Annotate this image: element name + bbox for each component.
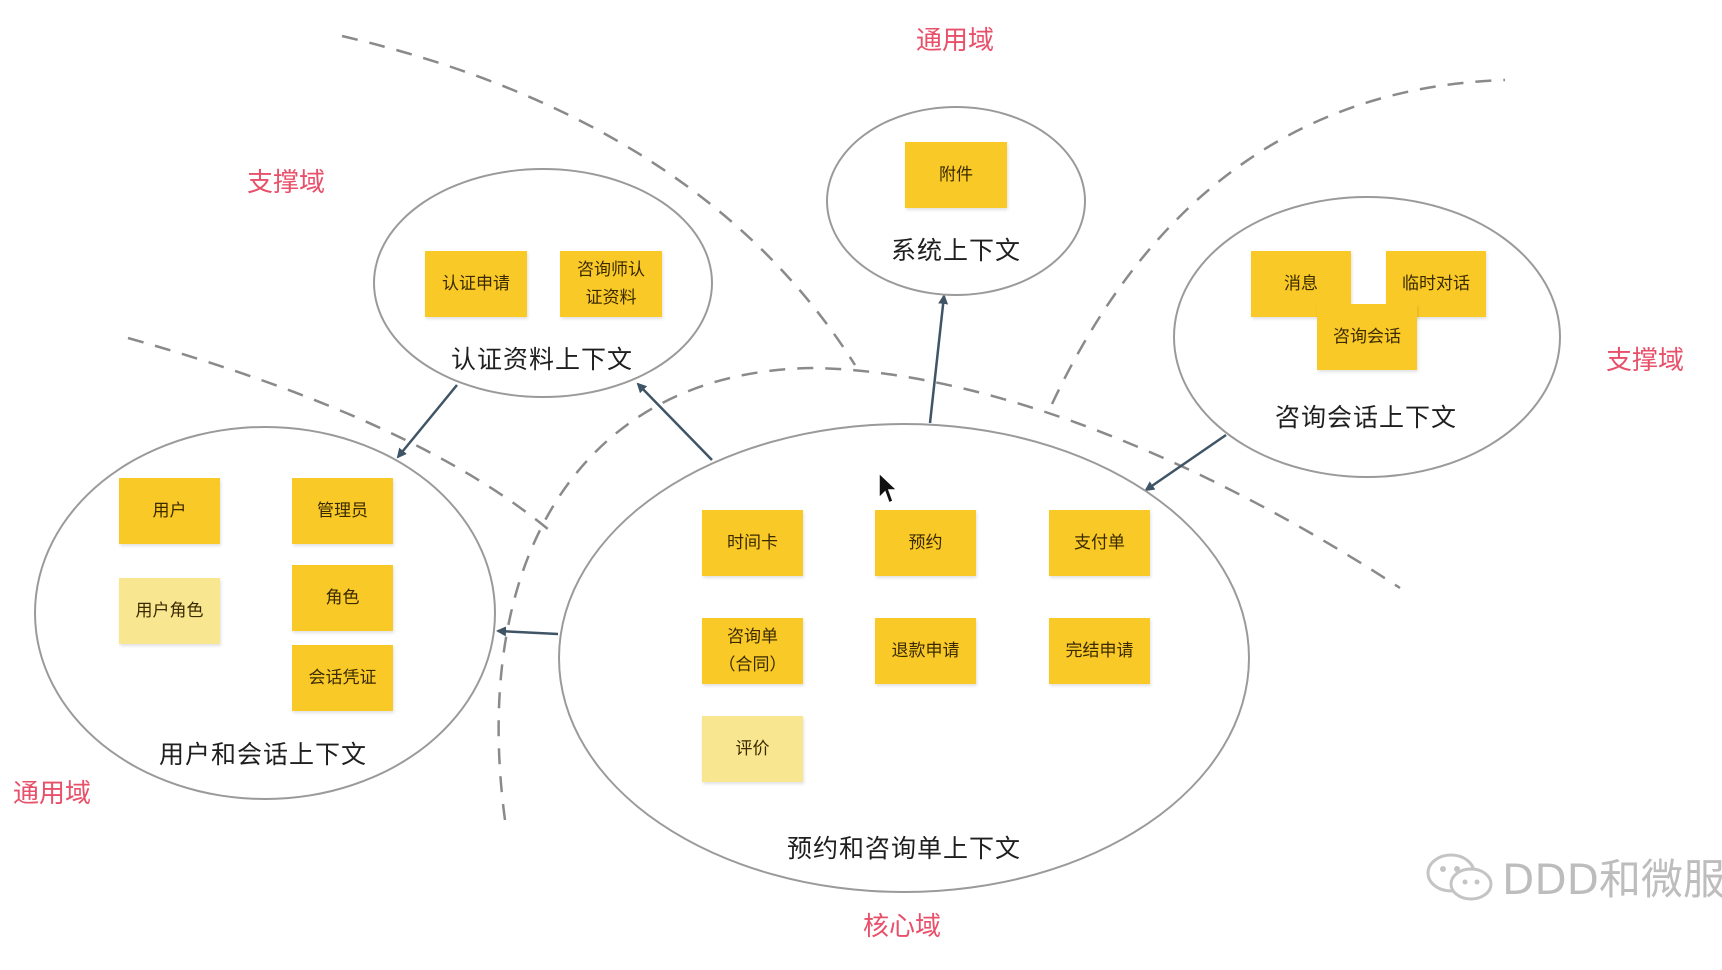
system-context-ellipse bbox=[826, 106, 1086, 296]
domain-label-core: 核心域 bbox=[862, 912, 942, 942]
note-consult-session-label: 咨询会话 bbox=[1333, 327, 1401, 347]
note-consult-order-line1: 咨询单 bbox=[727, 627, 778, 647]
consult-session-context-title: 咨询会话上下文 bbox=[1274, 403, 1458, 432]
watermark-text: DDD和微服 bbox=[1502, 855, 1722, 904]
note-payment: 支付单 bbox=[1049, 510, 1150, 576]
note-refund-label: 退款申请 bbox=[891, 641, 960, 661]
note-attachment: 附件 bbox=[905, 142, 1007, 208]
auth-context-title: 认证资料上下文 bbox=[450, 345, 634, 374]
note-review: 评价 bbox=[702, 716, 803, 782]
domain-label-support-left: 支撑域 bbox=[246, 168, 326, 198]
note-time-card-label: 时间卡 bbox=[727, 533, 778, 553]
domain-label-support-right: 支撑域 bbox=[1605, 346, 1685, 376]
note-auth-apply: 认证申请 bbox=[425, 251, 527, 317]
booking-context-ellipse bbox=[558, 423, 1250, 893]
domain-label-generic-top: 通用域 bbox=[915, 26, 995, 56]
wechat-icon bbox=[1426, 853, 1493, 900]
note-booking: 预约 bbox=[875, 510, 976, 576]
note-auth-apply-label: 认证申请 bbox=[442, 274, 510, 294]
arrow-booking-to-user bbox=[496, 626, 559, 637]
note-message-label: 消息 bbox=[1284, 274, 1318, 294]
note-admin: 管理员 bbox=[292, 478, 393, 544]
note-user-role: 用户角色 bbox=[119, 578, 220, 644]
note-credential-label: 会话凭证 bbox=[308, 668, 377, 688]
consult-session-context-ellipse bbox=[1173, 196, 1561, 478]
note-auth-profile-line2: 证资料 bbox=[585, 288, 637, 308]
note-consult-session: 咨询会话 bbox=[1317, 304, 1417, 370]
note-consult-order: 咨询单 （合同） bbox=[702, 618, 803, 684]
boundary-left-line bbox=[127, 336, 556, 536]
user-session-context-ellipse bbox=[34, 426, 496, 800]
note-auth-profile: 咨询师认 证资料 bbox=[560, 251, 662, 317]
note-finish-label: 完结申请 bbox=[1065, 641, 1134, 661]
arrow-auth-to-user bbox=[396, 384, 458, 459]
watermark: DDD和微服 bbox=[1424, 846, 1722, 907]
note-user-role-label: 用户角色 bbox=[135, 601, 204, 621]
note-credential: 会话凭证 bbox=[292, 645, 393, 711]
note-consult-order-line2: （合同） bbox=[718, 655, 787, 675]
note-finish: 完结申请 bbox=[1049, 618, 1150, 684]
note-review-label: 评价 bbox=[735, 739, 770, 759]
boundary-top-right-line bbox=[1050, 78, 1506, 405]
note-time-card: 时间卡 bbox=[702, 510, 803, 576]
note-admin-label: 管理员 bbox=[317, 501, 368, 521]
mouse-cursor-icon bbox=[878, 472, 899, 505]
note-user-label: 用户 bbox=[152, 501, 187, 521]
note-booking-label: 预约 bbox=[908, 533, 943, 553]
booking-context-title: 预约和咨询单上下文 bbox=[786, 834, 1022, 863]
note-auth-profile-line1: 咨询师认 bbox=[577, 260, 645, 280]
note-refund: 退款申请 bbox=[875, 618, 976, 684]
boundary-core-arc bbox=[497, 366, 1401, 821]
user-session-context-title: 用户和会话上下文 bbox=[158, 740, 368, 769]
note-payment-label: 支付单 bbox=[1074, 533, 1125, 553]
boundary-top-left-line bbox=[341, 34, 857, 366]
system-context-title: 系统上下文 bbox=[890, 236, 1022, 265]
auth-context-ellipse bbox=[373, 168, 713, 398]
domain-label-generic-left: 通用域 bbox=[12, 779, 92, 809]
note-role: 角色 bbox=[292, 565, 393, 631]
note-attachment-label: 附件 bbox=[939, 165, 973, 185]
note-temp-dialog-label: 临时对话 bbox=[1402, 274, 1470, 294]
note-role-label: 角色 bbox=[325, 588, 360, 608]
arrow-booking-to-auth bbox=[636, 382, 713, 461]
note-user: 用户 bbox=[119, 478, 220, 544]
arrow-booking-to-system bbox=[928, 294, 949, 424]
arrow-session-to-booking bbox=[1144, 433, 1227, 492]
